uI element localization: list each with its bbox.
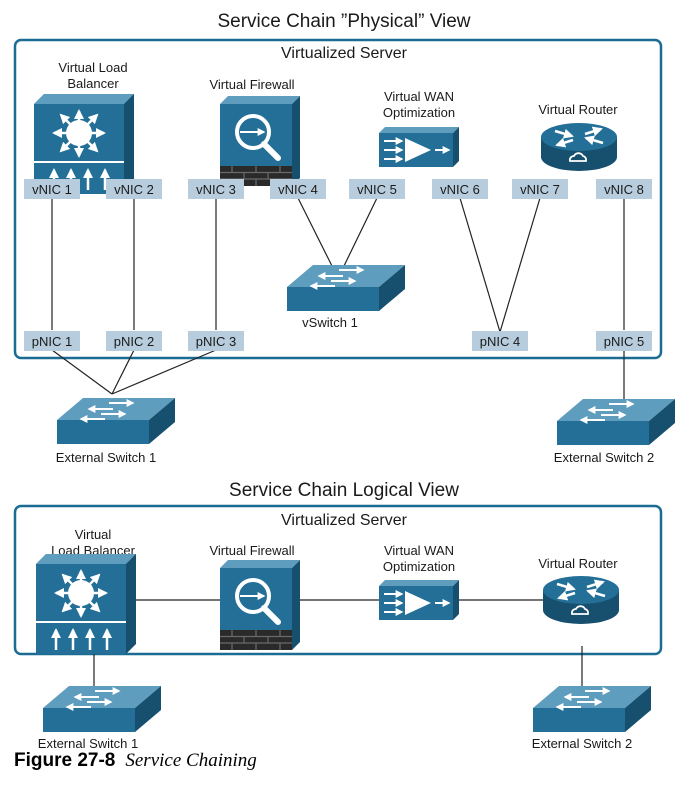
logical-view-title: Service Chain Logical View xyxy=(229,480,459,501)
figure-caption: Figure 27-8 Service Chaining xyxy=(14,750,257,772)
vnic-5-label: vNIC 5 xyxy=(357,182,397,197)
logical-server-frame xyxy=(13,504,663,656)
vnic-4-label: vNIC 4 xyxy=(278,182,318,197)
logical-wires xyxy=(93,599,583,690)
vnic-8-label: vNIC 8 xyxy=(604,182,644,197)
vswitch-icon xyxy=(287,265,405,311)
physical-server-frame xyxy=(13,38,663,360)
physical-external-switch-2-label: External Switch 2 xyxy=(554,450,654,465)
phys-router-label: Virtual Router xyxy=(538,102,618,117)
vnic-7-label: vNIC 7 xyxy=(520,182,560,197)
logical-load-balancer-icon xyxy=(36,554,136,654)
physical-wires xyxy=(51,197,625,402)
physical-external-switch-1-label: External Switch 1 xyxy=(56,450,156,465)
phys-fw-label: Virtual Firewall xyxy=(209,77,294,92)
vnic-3-label: vNIC 3 xyxy=(196,182,236,197)
wire-pnic1-ext1 xyxy=(51,349,113,395)
logical-wan-label-2: Optimization xyxy=(383,559,455,574)
wire-vnic4-vswitch xyxy=(297,197,334,269)
physical-view-title: Service Chain ”Physical” View xyxy=(217,11,470,32)
phys-wan-label-2: Optimization xyxy=(383,105,455,120)
wire-vnic6-pnic4 xyxy=(459,197,501,333)
figure-title: Service Chaining xyxy=(125,750,257,771)
physical-external-switch-2-icon xyxy=(557,399,675,445)
vnic-1-label: vNIC 1 xyxy=(32,182,72,197)
phys-lb-label-1: Virtual Load xyxy=(58,60,127,75)
pnic-5-label: pNIC 5 xyxy=(604,334,644,349)
physical-server-label: Virtualized Server xyxy=(281,45,408,62)
wire-vnic7-pnic4 xyxy=(499,197,541,333)
pnic-row: pNIC 1 pNIC 2 pNIC 3 pNIC 4 pNIC 5 xyxy=(24,331,652,351)
phys-wan-label-1: Virtual WAN xyxy=(384,89,454,104)
figure-number: Figure 27-8 xyxy=(14,750,116,771)
pnic-3-label: pNIC 3 xyxy=(196,334,236,349)
vnic-2-label: vNIC 2 xyxy=(114,182,154,197)
physical-firewall-icon xyxy=(220,96,300,186)
logical-external-switch-1-icon xyxy=(43,686,161,732)
physical-external-switch-1-icon xyxy=(57,398,175,444)
physical-wan-optimization-icon xyxy=(379,127,459,167)
logical-external-switch-2-label: External Switch 2 xyxy=(532,736,632,750)
logical-wan-label-1: Virtual WAN xyxy=(384,543,454,558)
logical-external-switch-1-label: External Switch 1 xyxy=(38,736,138,750)
logical-wan-optimization-icon xyxy=(379,580,459,620)
logical-firewall-icon xyxy=(220,560,300,650)
logical-fw-label: Virtual Firewall xyxy=(209,543,294,558)
physical-router-icon xyxy=(541,123,617,171)
pnic-2-label: pNIC 2 xyxy=(114,334,154,349)
pnic-4-label: pNIC 4 xyxy=(480,334,520,349)
wire-pnic2-ext1 xyxy=(111,349,135,395)
vswitch-label: vSwitch 1 xyxy=(302,315,358,330)
vnic-row: vNIC 1 vNIC 2 vNIC 3 vNIC 4 vNIC 5 vNIC … xyxy=(24,179,652,199)
logical-router-label: Virtual Router xyxy=(538,556,618,571)
phys-lb-label-2: Balancer xyxy=(67,76,119,91)
pnic-1-label: pNIC 1 xyxy=(32,334,72,349)
logical-external-switch-2-icon xyxy=(533,686,651,732)
logical-lb-label-1: Virtual xyxy=(75,527,112,542)
wire-pnic3-ext1 xyxy=(111,349,217,395)
logical-router-icon xyxy=(543,576,619,624)
vnic-6-label: vNIC 6 xyxy=(440,182,480,197)
logical-server-label: Virtualized Server xyxy=(281,512,408,529)
wire-vnic5-vswitch xyxy=(342,197,378,269)
service-chain-diagram: Service Chain ”Physical” View Virtualize… xyxy=(13,11,681,750)
